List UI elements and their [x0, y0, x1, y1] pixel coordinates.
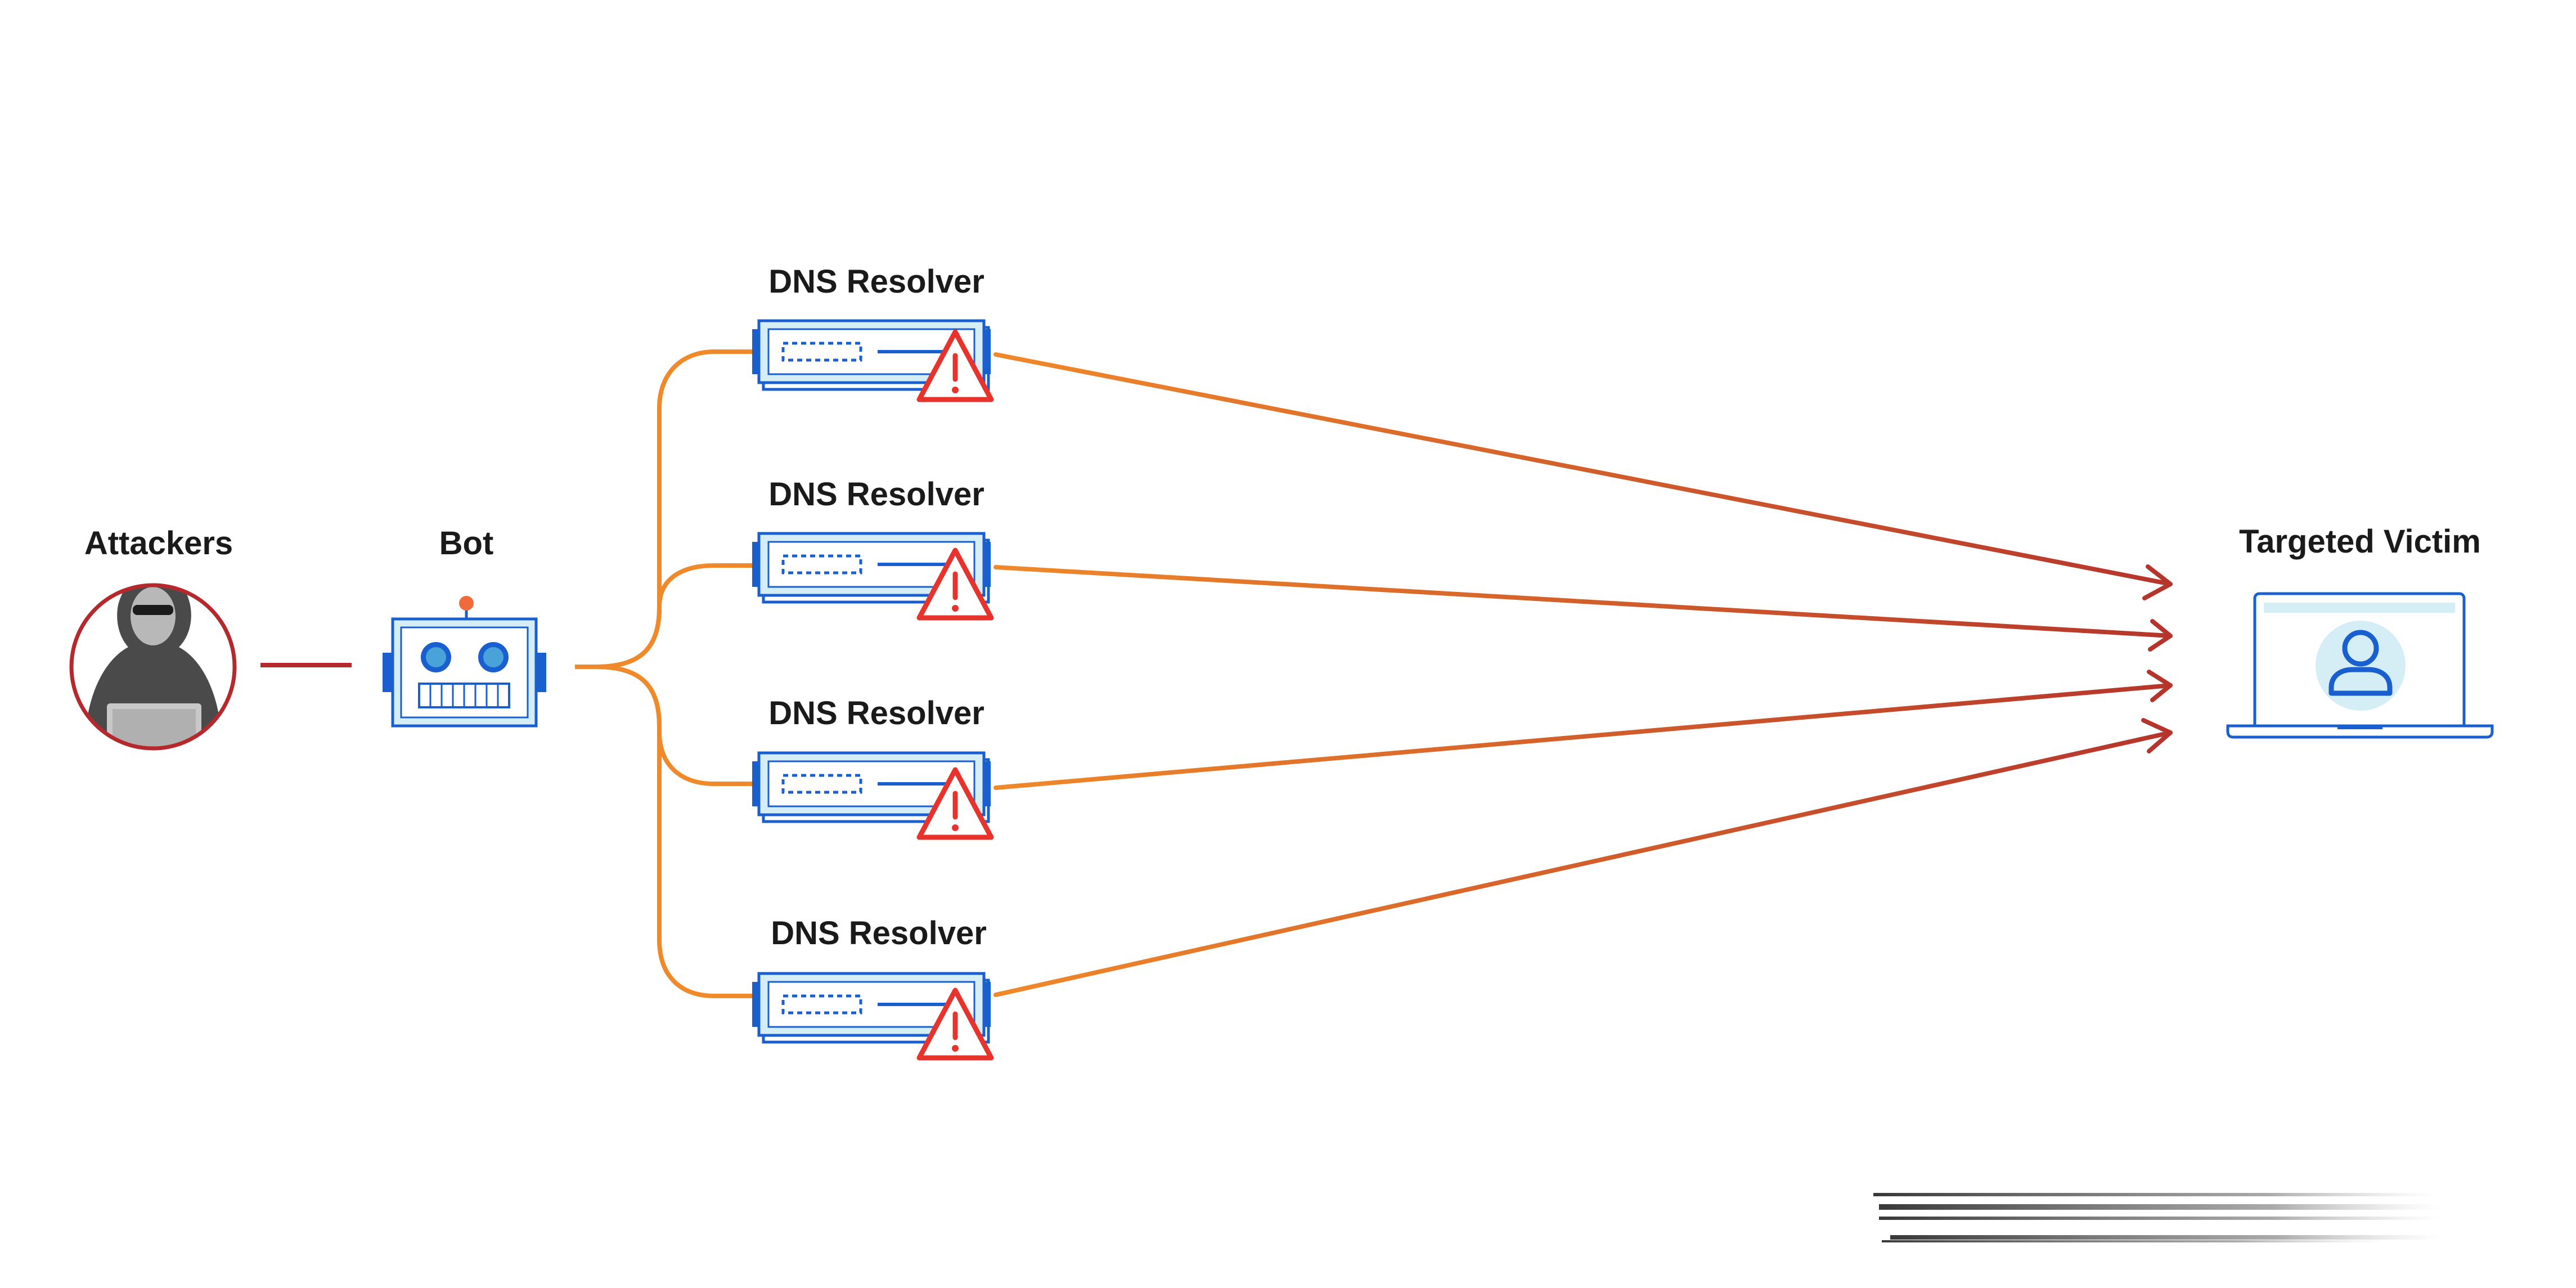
- bot-resolver-links: [575, 349, 759, 998]
- dns-resolver-node: DNS Resolver: [752, 915, 994, 1061]
- bot-resolver-link: [596, 349, 759, 669]
- warning-triangle-icon: [916, 547, 994, 621]
- watermark-smear: [1873, 1193, 2442, 1242]
- bot-resolver-link: [596, 563, 759, 669]
- amplified-traffic-arrow: [993, 670, 2173, 790]
- amplified-traffic-arrow: [993, 565, 2173, 652]
- laptop-user-icon: [2226, 592, 2494, 739]
- victim-label: Targeted Victim: [2239, 523, 2481, 560]
- dns-resolver-node: DNS Resolver: [752, 263, 994, 402]
- victim-node: Targeted Victim: [2226, 523, 2494, 739]
- bot-label: Bot: [439, 525, 494, 562]
- bot-resolver-link: [596, 665, 759, 998]
- attackers-node: Attackers: [69, 525, 237, 751]
- dns-resolver-node: DNS Resolver: [752, 476, 994, 621]
- bot-resolver-link: [596, 665, 759, 786]
- server-icon: [752, 532, 991, 604]
- dns-resolver-label: DNS Resolver: [768, 263, 984, 300]
- bot-node: Bot: [383, 525, 546, 728]
- warning-triangle-icon: [916, 329, 994, 402]
- dns-resolver-node: DNS Resolver: [752, 695, 994, 840]
- warning-triangle-icon: [916, 767, 994, 840]
- amplified-traffic-arrow: [993, 718, 2173, 997]
- attackers-label: Attackers: [84, 525, 233, 562]
- resolver-victim-links: [993, 352, 2173, 997]
- warning-triangle-icon: [916, 988, 994, 1061]
- dns-resolver-label: DNS Resolver: [768, 476, 984, 513]
- hooded-hacker-icon: [69, 583, 237, 751]
- dns-resolver-label: DNS Resolver: [771, 915, 987, 952]
- dns-resolver-label: DNS Resolver: [768, 695, 984, 731]
- amplified-traffic-arrow: [993, 352, 2173, 600]
- robot-icon: [383, 596, 546, 728]
